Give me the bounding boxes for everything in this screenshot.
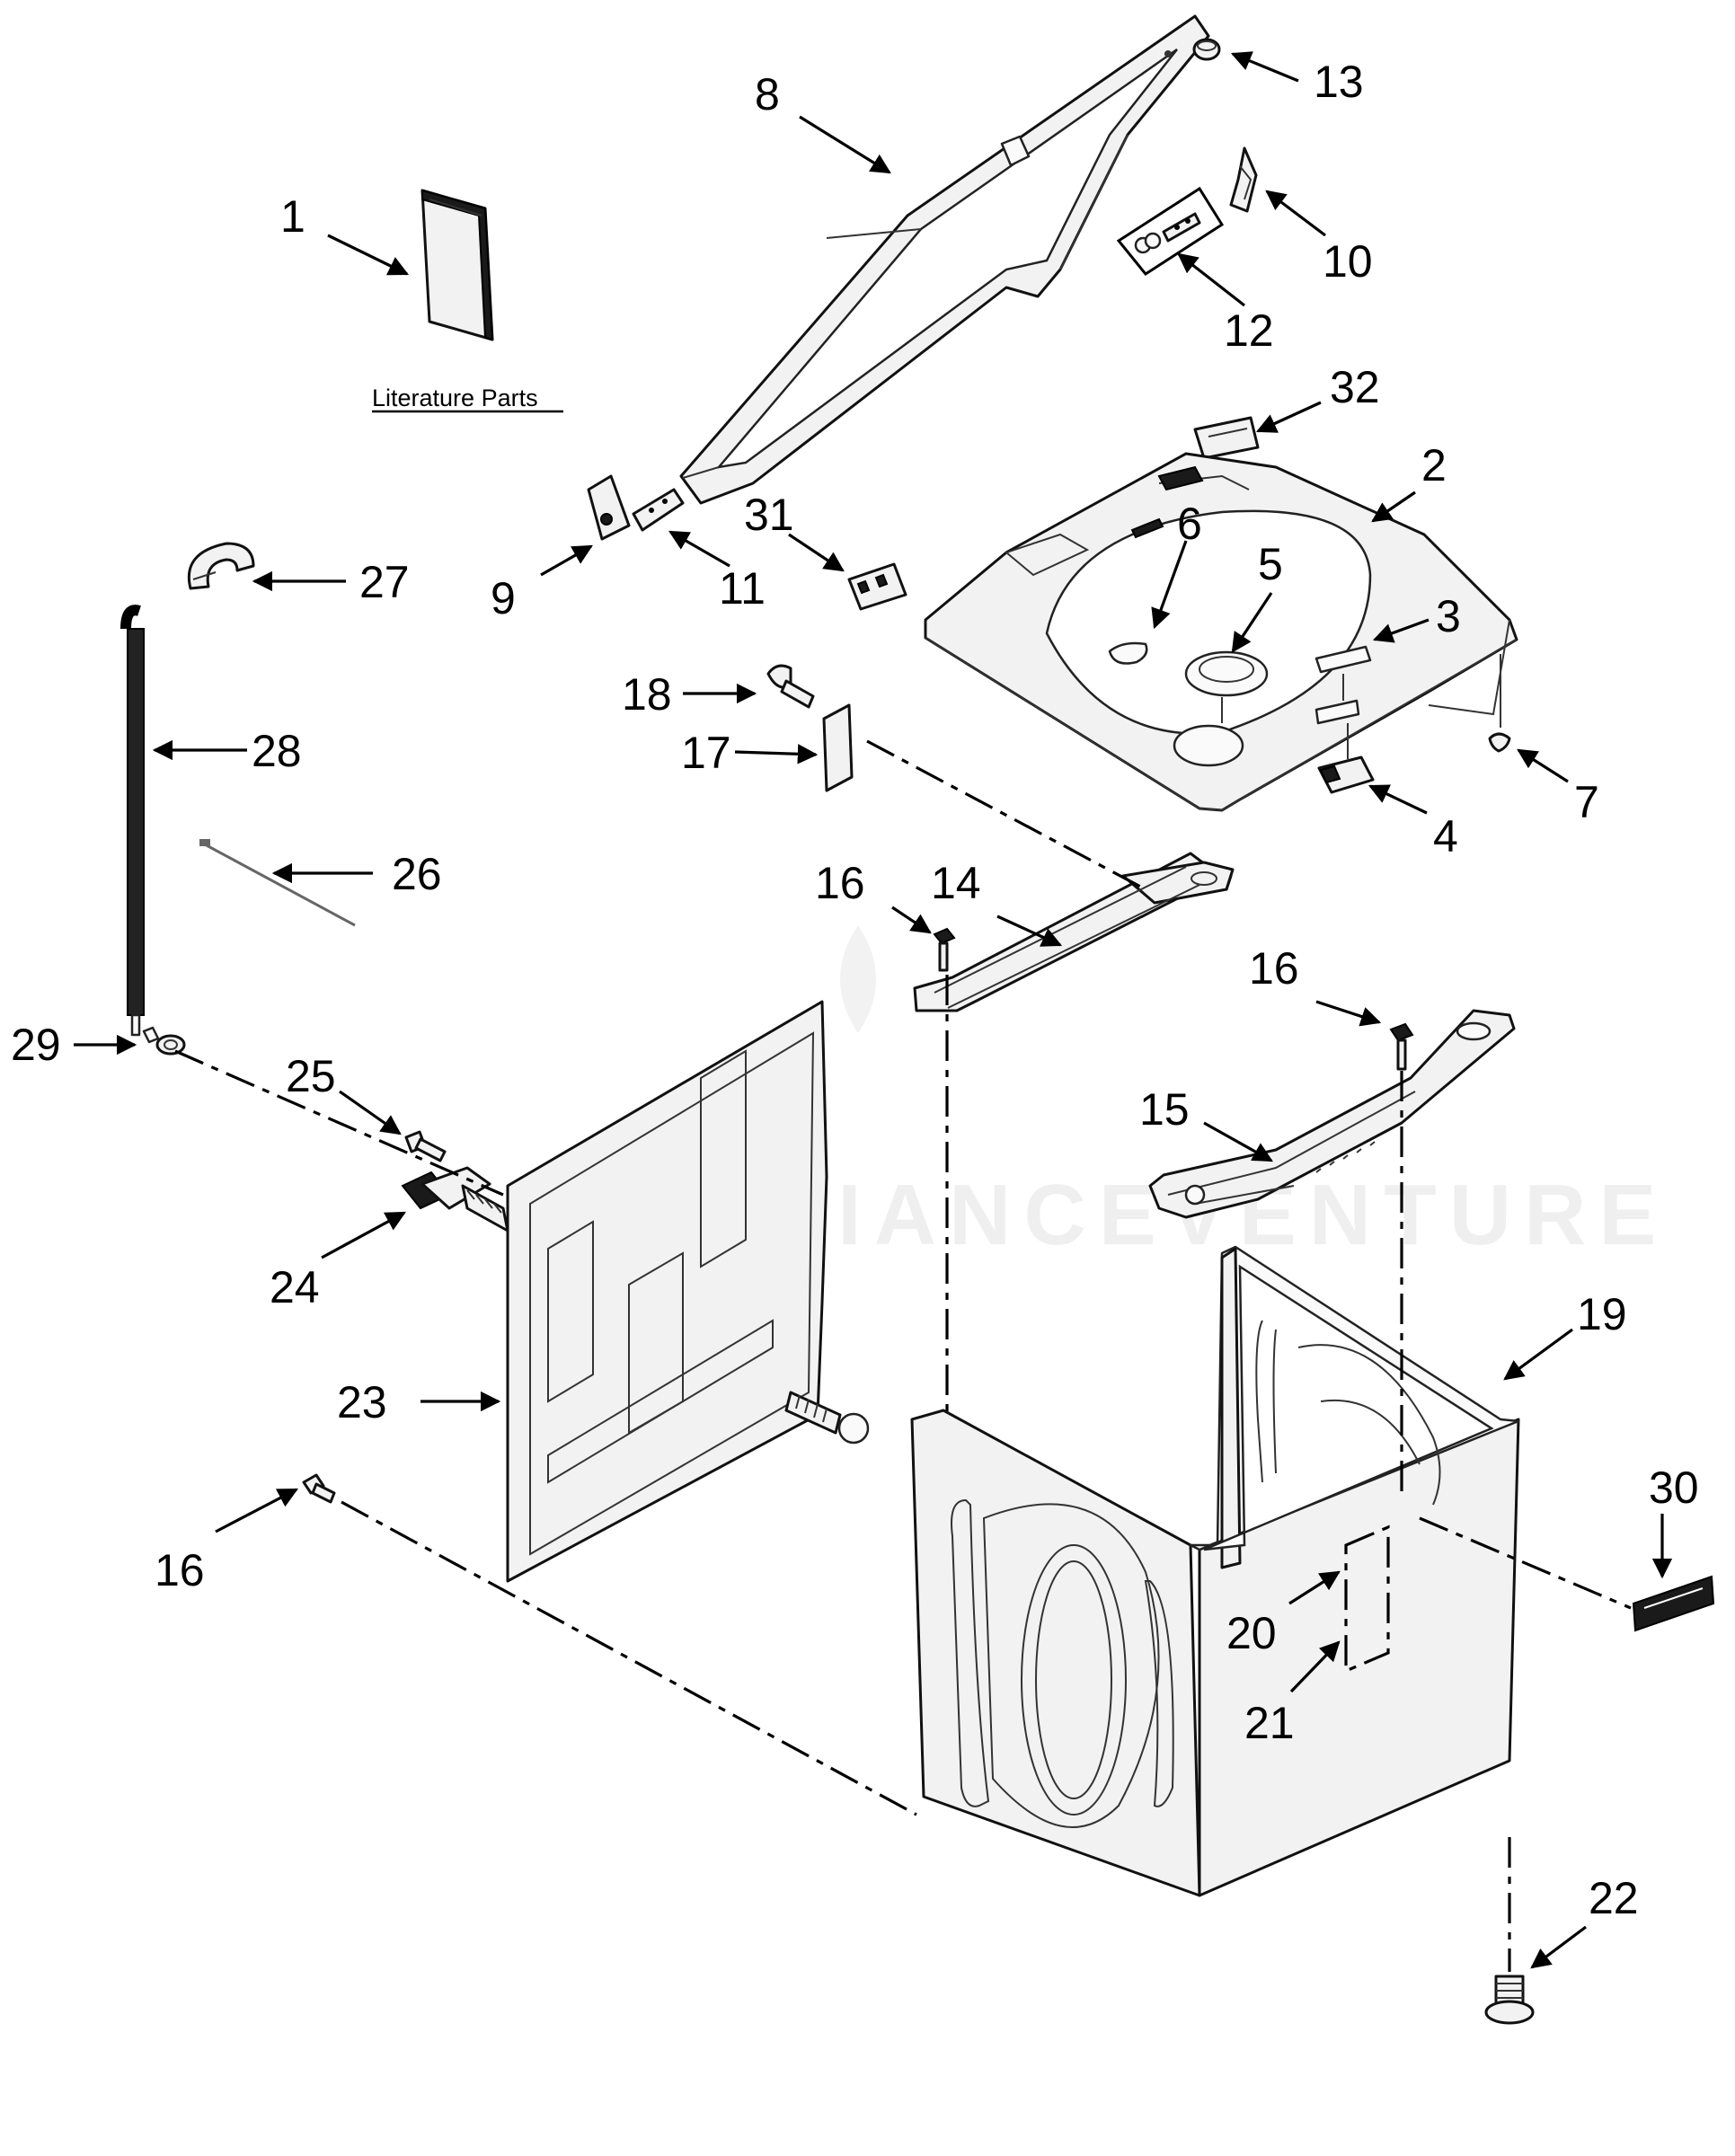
callout-19: 19 [1577,1289,1627,1339]
callout-5: 5 [1258,539,1283,589]
callout-29: 29 [11,1020,61,1070]
callout-26: 26 [392,849,442,899]
wire-clip [1488,654,1511,753]
callout-3: 3 [1436,591,1461,641]
callout-23: 23 [337,1377,387,1427]
cabinet [910,1245,1520,1897]
rear-panel [506,1000,828,1583]
literature-book [420,189,494,341]
callout-14: 14 [931,858,981,908]
callout-17: 17 [681,728,731,778]
callout-11: 11 [719,563,766,614]
cable-tie [199,839,356,927]
callout-27: 27 [359,557,410,607]
callout-2: 2 [1421,440,1447,490]
callout-20: 20 [1226,1608,1277,1658]
lid-frame [679,14,1210,505]
callout-6: 6 [1177,499,1202,549]
hose-clamp [142,1026,186,1056]
callout-13: 13 [1314,57,1364,107]
hose-guide [187,542,255,590]
callout-24: 24 [270,1262,320,1312]
assembly-lines [174,739,1632,1972]
screw-16-upper [933,927,956,972]
callout-16c: 16 [155,1545,205,1595]
front-brace [913,852,1235,1012]
screw-25 [404,1130,447,1162]
screw-16-lower [302,1473,336,1504]
callout-16b: 16 [1249,943,1299,994]
callout-labels: 1 2 3 4 5 6 7 8 9 10 11 12 13 14 15 16 1… [11,57,1699,1923]
top-clip-31 [847,562,907,611]
callout-10: 10 [1323,236,1373,287]
callout-28: 28 [252,726,302,776]
brand-badge [1632,1575,1715,1632]
bracket-17 [822,703,854,792]
top-clip-32 [1193,416,1260,460]
callout-4: 4 [1433,811,1458,862]
drain-hose-outlet [784,1391,870,1445]
top-panel [924,452,1518,812]
lid-switch-bracket [1229,146,1258,213]
drain-hose [120,605,145,1037]
callout-21: 21 [1244,1698,1295,1748]
hinge-kit [1116,186,1225,276]
screw-16-right [1389,1022,1414,1071]
callout-8: 8 [755,69,780,119]
leveling-leg [1484,1975,1535,2025]
callout-30: 30 [1649,1462,1699,1513]
literature-label: Literature Parts [372,384,538,411]
callout-9: 9 [491,573,516,623]
screw-18 [766,664,815,709]
callout-7: 7 [1574,777,1599,827]
lid-switch [1317,723,1375,794]
callout-15: 15 [1139,1084,1190,1135]
hinge-left [587,474,685,541]
drain-pump [401,1166,509,1233]
leader-arrows [74,51,1673,1969]
callout-32: 32 [1330,362,1380,412]
callout-18: 18 [622,669,672,720]
lid-bumper [1192,38,1221,61]
callout-25: 25 [286,1051,336,1101]
callout-22: 22 [1589,1873,1639,1923]
callout-12: 12 [1224,305,1274,356]
callout-16: 16 [815,858,865,908]
callout-1: 1 [280,191,305,242]
callout-31: 31 [744,490,794,540]
